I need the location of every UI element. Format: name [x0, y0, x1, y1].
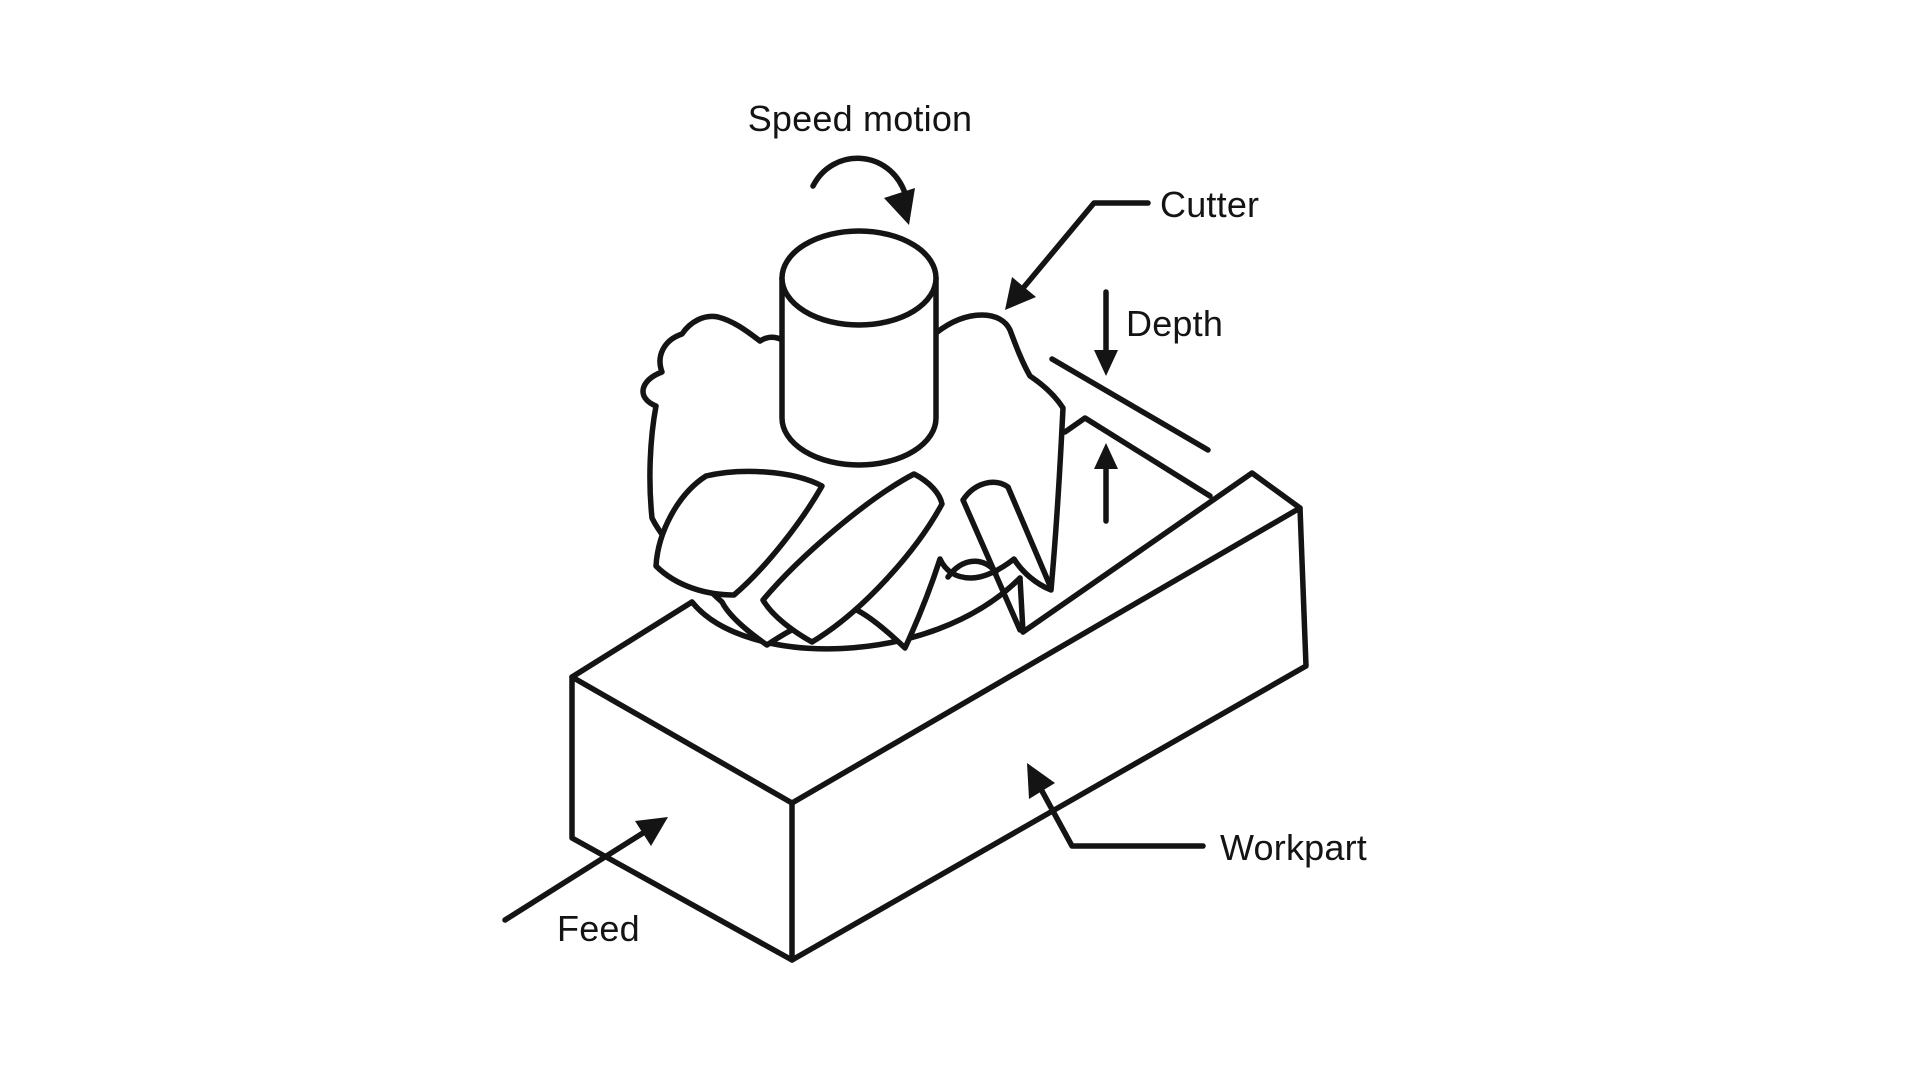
label-depth: Depth — [1126, 303, 1223, 344]
workpart-top-left-edge — [569, 599, 695, 680]
cutter-leader-arrow-icon — [1005, 200, 1151, 310]
label-speed-motion: Speed motion — [748, 98, 973, 139]
cutter-tooth-bottom-arc — [945, 558, 999, 580]
feed-arrow-icon — [502, 817, 668, 923]
workpart-step-edge — [1017, 575, 1026, 635]
depth-reference-line-icon — [1049, 356, 1211, 453]
cutter-body — [640, 312, 1066, 651]
spindle-cylinder — [779, 275, 939, 468]
spindle — [779, 228, 939, 468]
cutter-flute-center — [760, 471, 945, 645]
cutter-flute-left — [653, 468, 825, 598]
workpart-leader-arrow-icon — [1027, 763, 1206, 849]
annotations — [502, 155, 1211, 923]
machined-floor-corner — [1062, 415, 1213, 499]
label-feed: Feed — [557, 908, 640, 949]
depth-up-arrow-icon — [1094, 443, 1118, 524]
workpart-cut-arc — [689, 575, 1023, 652]
label-workpart: Workpart — [1220, 827, 1367, 868]
spindle-top-ellipse — [779, 228, 939, 328]
depth-down-arrow-icon — [1094, 289, 1118, 376]
machined-surface-edge — [1020, 470, 1303, 635]
workpart-right-face — [789, 505, 1309, 963]
rotation-arrow-icon — [810, 155, 915, 225]
label-cutter: Cutter — [1160, 184, 1259, 225]
workpart-block — [569, 415, 1309, 963]
